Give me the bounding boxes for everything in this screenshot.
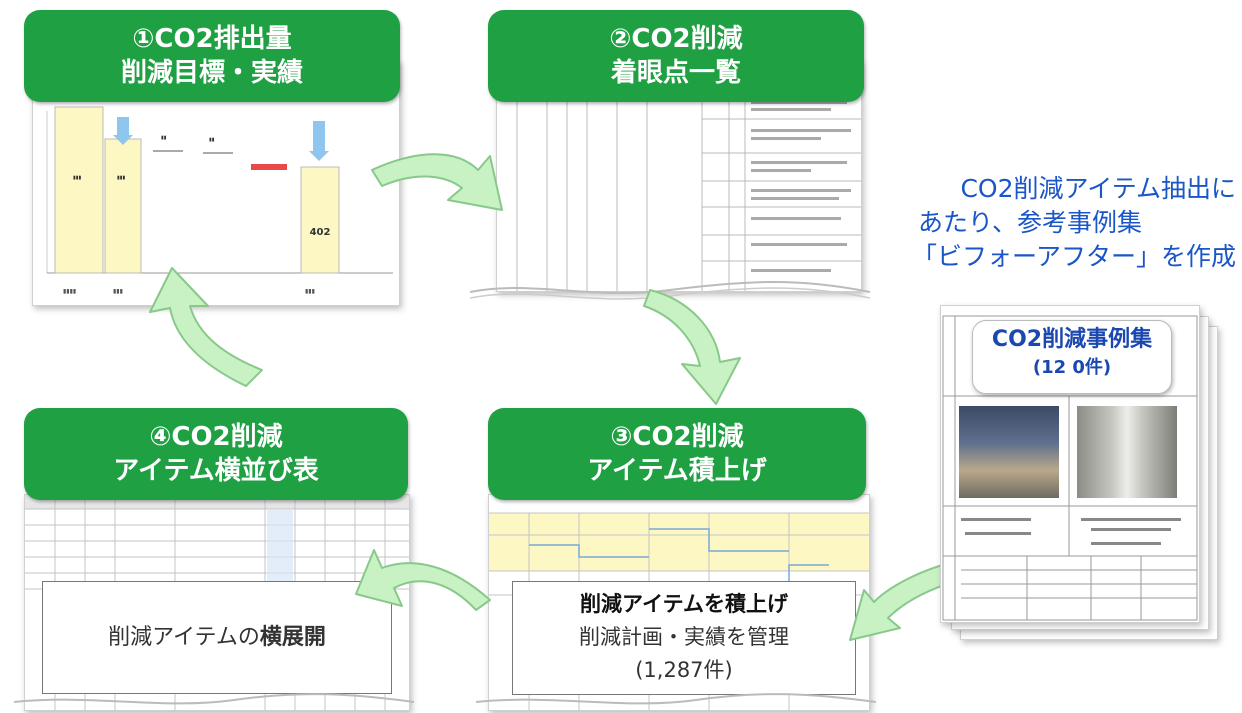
casebook-title: CO2削減事例集 (12 0件): [972, 320, 1172, 394]
horizontal-deployment-text: 削減アイテムの: [108, 625, 260, 650]
casebook-note-line3: 「ビフォーアフター」を作成: [911, 242, 1236, 271]
casebook-sheet-grid: [942, 315, 1198, 621]
step2-title-line2: 着眼点一覧: [610, 58, 741, 88]
cycle-arrow-4-to-1-icon: [149, 267, 263, 387]
item-stacking-box: 削減アイテムを積上げ 削減計画・実績を管理 (1,287件): [512, 581, 856, 695]
before-photo: [959, 406, 1059, 498]
casebook-to-step3-arrow-icon: [849, 559, 967, 641]
chart-bar-red: [251, 164, 287, 170]
cycle-arrow-3-to-4-icon: [355, 549, 491, 611]
svg-text:▮▮: ▮▮: [161, 135, 167, 141]
horizontal-deployment-bold: 横展開: [259, 625, 326, 650]
chart-bar-down-arrow-1: [117, 117, 129, 135]
item-stacking-count: (1,287件): [635, 658, 733, 682]
casebook-title-text: CO2削減事例集: [991, 327, 1153, 352]
co2-target-chart: ▮▮▮ ▮▮▮ ▮▮ ▮▮ ▮▮▮▮ ▮▮▮ ▮▮▮: [46, 106, 393, 295]
chart-bar-base: [54, 106, 104, 274]
svg-text:▮▮: ▮▮: [209, 137, 215, 143]
casebook-note-line2: あたり、参考事例集: [918, 208, 1143, 237]
step2-header: ②CO2削減 着眼点一覧: [488, 10, 864, 102]
step2-title-line1: ②CO2削減: [609, 24, 743, 54]
step1-title-line2: 削減目標・実績: [120, 58, 303, 88]
step3-title-line1: ③CO2削減: [610, 422, 744, 452]
reduction-points-table: [516, 91, 861, 291]
svg-text:▮▮▮: ▮▮▮: [305, 288, 315, 295]
item-stacking-subtitle: 削減計画・実績を管理: [579, 625, 789, 649]
torn-edge-step4: [14, 693, 414, 705]
step1-header: ①CO2排出量 削減目標・実績: [24, 10, 400, 102]
step1-title-line1: ①CO2排出量: [132, 24, 292, 54]
svg-text:▮▮▮: ▮▮▮: [117, 175, 126, 181]
item-stacking-grid: [489, 512, 869, 710]
step4-title-line2: アイテム横並び表: [113, 456, 319, 486]
chart-bar-target: [300, 166, 340, 274]
chart-bar-result: [104, 138, 142, 274]
svg-text:▮▮▮: ▮▮▮: [113, 288, 123, 295]
step4-title-line1: ④CO2削減: [149, 422, 283, 452]
torn-edge-step3: [476, 693, 876, 705]
chart-bar-value-label: 402: [309, 227, 331, 238]
item-stacking-title: 削減アイテムを積上げ: [580, 592, 788, 616]
step3-title-line2: アイテム積上げ: [587, 456, 767, 486]
cycle-arrow-2-to-3-icon: [643, 289, 741, 405]
svg-text:▮▮▮: ▮▮▮: [73, 175, 82, 181]
casebook-note-line1: CO2削減アイテム抽出に: [960, 174, 1236, 203]
step4-header: ④CO2削減 アイテム横並び表: [24, 408, 408, 500]
horizontal-deployment-box: 削減アイテムの横展開: [42, 581, 392, 694]
step3-header: ③CO2削減 アイテム積上げ: [488, 408, 866, 500]
casebook-note: CO2削減アイテム抽出に あたり、参考事例集 「ビフォーアフター」を作成: [880, 172, 1236, 274]
after-photo: [1077, 406, 1177, 498]
svg-text:▮▮▮▮: ▮▮▮▮: [63, 288, 76, 295]
casebook-count: (12 0件): [1032, 357, 1112, 378]
cycle-arrow-1-to-2-icon: [371, 153, 503, 211]
